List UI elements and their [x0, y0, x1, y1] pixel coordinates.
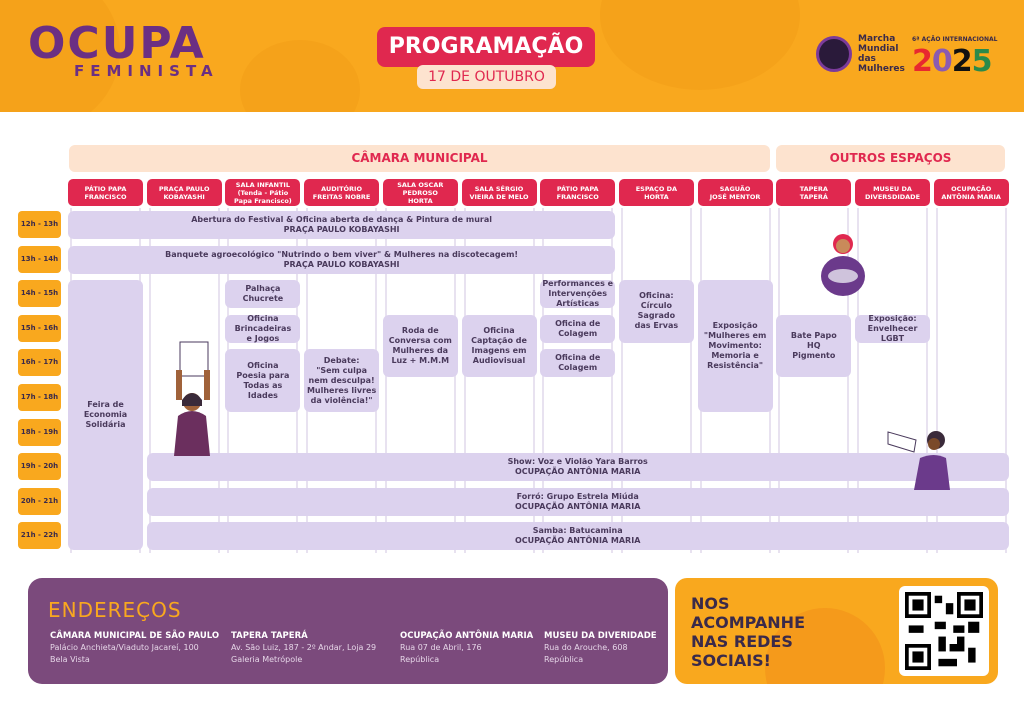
schedule-event: Oficina Brincadeiras e Jogos [225, 314, 301, 343]
venue-header: ESPAÇO DA HORTA [618, 179, 694, 206]
schedule-event: Oficina Poesia para Todas as Idades [225, 349, 301, 412]
time-slot: 17h - 18h [18, 384, 61, 411]
time-slot: 13h - 14h [18, 245, 61, 273]
schedule-event: Exposição "Mulheres em Movimento: Memori… [697, 280, 773, 412]
schedule-event: Roda de Conversa com Mulheres da Luz + M… [382, 314, 458, 378]
venue-column [935, 208, 1007, 553]
venue-column [463, 208, 535, 553]
schedule-event: Exposição: Envelhecer LGBT [855, 314, 930, 343]
time-slot: 18h - 19h [18, 418, 61, 446]
schedule-event: Performances e Intervenções Artísticas [540, 279, 616, 309]
year-logo: 2025 [912, 44, 992, 79]
header-banner: OCUPA FEMINISTA PROGRAMAÇÃO 17 DE OUTUBR… [0, 0, 1024, 112]
schedule-event: Oficina Captação de Imagens em Audiovisu… [461, 314, 537, 378]
time-slot: 21h - 22h [18, 522, 61, 550]
venue-header: OCUPAÇÃO ANTÔNIA MARIA [933, 179, 1009, 206]
schedule-event: Bate Papo HQ Pigmento [776, 314, 852, 378]
venue-column [148, 208, 220, 553]
page-title: PROGRAMAÇÃO [377, 27, 595, 67]
ocupa-feminista-logo: OCUPA FEMINISTA [28, 18, 219, 81]
venue-column [778, 208, 850, 553]
time-slot: 19h - 20h [18, 453, 61, 481]
venue-column [384, 208, 456, 553]
megaphone-woman-illustration [887, 431, 950, 490]
schedule-event: Feira de Economia Solidária [68, 280, 143, 551]
section-camara: CÂMARA MUNICIPAL [69, 145, 770, 172]
time-slot: 14h - 15h [18, 280, 61, 308]
time-slot: 20h - 21h [18, 487, 61, 515]
event-date: 17 DE OUTUBRO [417, 65, 556, 89]
protester-illustration [174, 341, 210, 456]
venue-header: MUSEU DA DIVERSDIDADE [855, 179, 930, 206]
schedule-event: Oficina de Colagem [540, 314, 616, 343]
schedule-event: Abertura do Festival & Oficina aberta de… [68, 211, 616, 239]
schedule-event: Oficina de Colagem [540, 349, 616, 378]
venue-header: SAGUÃO JOSÉ MENTOR [697, 179, 773, 206]
venue-header: SALA OSCAR PEDROSO HORTA [382, 179, 458, 206]
schedule-event: Forró: Grupo Estrela Miúda OCUPAÇÃO ANTÔ… [146, 487, 1009, 516]
venue-header: PRAÇA PAULO KOBAYASHI [146, 179, 222, 206]
qr-code[interactable] [899, 586, 989, 676]
schedule-event: Debate: "Sem culpa nem desculpa! Mulhere… [304, 349, 380, 412]
schedule-event: Oficina: Círculo Sagrado das Ervas [618, 280, 694, 343]
schedule-event: Banquete agroecológico "Nutrindo o bem v… [68, 245, 616, 274]
marcha-mundial-logo: Marcha Mundial das Mulheres [816, 34, 905, 74]
social-text: NOS ACOMPANHE NAS REDES SOCIAIS! [691, 594, 805, 670]
time-slot: 16h - 17h [18, 349, 61, 377]
venue-header: SALA SÉRGIO VIEIRA DE MELO [461, 179, 537, 206]
section-outros: OUTROS ESPAÇOS [776, 145, 1005, 172]
time-slot: 12h - 13h [18, 211, 61, 238]
woman-basket-illustration [821, 234, 865, 296]
schedule-event: Samba: Batucamina OCUPAÇÃO ANTÔNIA MARIA [146, 522, 1009, 551]
venue-column [620, 208, 692, 553]
venue-column [857, 208, 928, 553]
venue-header: SALA INFANTIL (Tenda - Pátio Papa Franci… [225, 179, 301, 206]
venue-header: TAPERA TAPERÁ [776, 179, 852, 206]
acao-label: 6ª AÇÃO INTERNACIONAL [912, 36, 998, 43]
schedule-event: Palhaça Chucrete [225, 280, 301, 309]
venue-header: PÁTIO PAPA FRANCISCO [540, 179, 616, 206]
venue-header: AUDITÓRIO FREITAS NOBRE [304, 179, 380, 206]
social-panel: NOS ACOMPANHE NAS REDES SOCIAIS! [675, 578, 998, 684]
time-slot: 15h - 16h [18, 314, 61, 342]
qr-code-icon [905, 592, 983, 670]
addresses-title: ENDEREÇOS [48, 598, 182, 622]
schedule-event: Show: Voz e Violão Yara Barros OCUPAÇÃO … [146, 453, 1009, 482]
venue-header: PÁTIO PAPA FRANCISCO [68, 179, 143, 206]
globe-icon [816, 36, 852, 72]
venue-column [542, 208, 614, 553]
